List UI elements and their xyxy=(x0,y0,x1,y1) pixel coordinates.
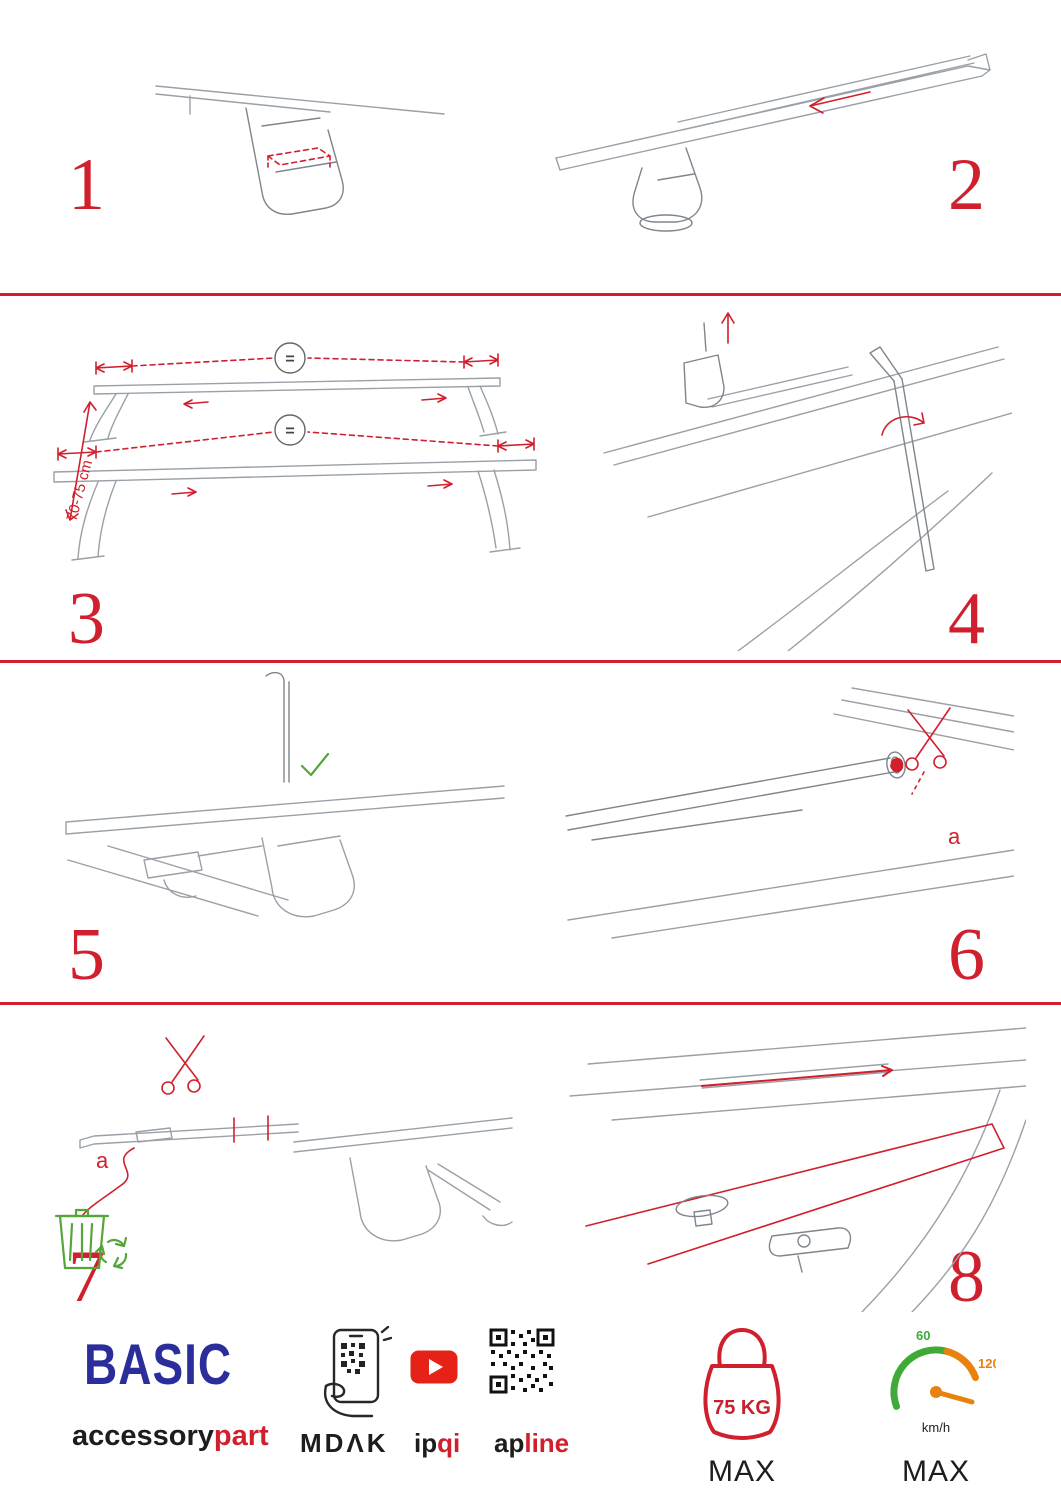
equal-spacing-circle xyxy=(274,342,306,374)
section-divider xyxy=(0,1002,1061,1005)
logo-part: part xyxy=(213,1420,269,1452)
detail-zoom-frame xyxy=(585,1123,1005,1265)
step-4-number: 4 xyxy=(948,578,985,660)
step-2-number: 2 xyxy=(948,144,985,226)
equal-spacing-circle xyxy=(274,414,306,446)
step-5-number: 5 xyxy=(68,914,105,996)
gauge-needle xyxy=(933,1389,975,1405)
apline-red: line xyxy=(524,1428,570,1458)
step-6-illustration: a xyxy=(565,687,1014,939)
brand-accessorypart: accessorypart xyxy=(72,1420,269,1453)
roof-drawing xyxy=(603,346,1012,651)
cover-strip-end xyxy=(890,757,904,773)
speedometer-icon: 60 120 km/h xyxy=(890,1328,996,1435)
insert-arrow xyxy=(721,312,735,344)
slide-direction-arrow xyxy=(809,91,871,114)
channel-highlight-line xyxy=(701,1065,893,1087)
step-7-number: 7 xyxy=(68,1236,105,1318)
step-7-illustration: a xyxy=(54,1035,513,1270)
section-divider xyxy=(0,293,1061,296)
step-1-illustration xyxy=(155,85,445,215)
step-3-number: 3 xyxy=(68,578,105,660)
brand-basic: BASIC xyxy=(84,1331,233,1397)
trash-bin-icon xyxy=(54,1208,110,1270)
door-frame-drawing xyxy=(155,85,445,115)
phone-qr-pattern xyxy=(341,1343,365,1374)
equal-sign: = xyxy=(285,423,294,440)
equal-sign: = xyxy=(285,351,294,368)
phone-scan-icon xyxy=(323,1326,392,1418)
step-2-illustration xyxy=(555,53,991,232)
t-bolt-parts-drawing xyxy=(675,1194,852,1273)
roof-drawing xyxy=(567,687,1014,939)
youtube-icon xyxy=(410,1350,458,1384)
step-3-illustration: = = 70-75 cm xyxy=(53,342,537,561)
scissors-icon xyxy=(161,1035,205,1095)
clamp-and-key-drawing xyxy=(683,322,935,572)
discard-path xyxy=(81,1147,135,1217)
max-speed-label: MAX xyxy=(901,1455,970,1488)
turn-arrow xyxy=(881,412,925,436)
max-load-label: MAX xyxy=(707,1455,776,1488)
speed-low-label: 60 xyxy=(916,1328,930,1343)
scissors-icon xyxy=(905,707,951,795)
qr-code-icon xyxy=(489,1328,555,1394)
tension-rod-drawing xyxy=(265,671,290,783)
brand-mdak: MDΛK xyxy=(300,1428,389,1458)
speed-unit-label: km/h xyxy=(922,1420,950,1435)
speed-high-label: 120 xyxy=(978,1356,996,1371)
apline-black: ap xyxy=(494,1428,525,1458)
clamp-drawing xyxy=(245,107,344,215)
cut-piece-label: a xyxy=(948,824,961,849)
logo-accessory: accessory xyxy=(72,1420,214,1452)
max-load-value: 75 KG xyxy=(713,1397,771,1419)
roof-drawing xyxy=(569,1027,1026,1312)
cut-marks xyxy=(233,1115,269,1143)
section-divider xyxy=(0,660,1061,663)
step-1-number: 1 xyxy=(68,144,105,226)
step-8-number: 8 xyxy=(948,1236,985,1318)
brand-ipqi: ipqi xyxy=(414,1428,460,1459)
ipqi-black: ip xyxy=(414,1428,438,1458)
bar-drawing xyxy=(555,53,991,171)
rubber-pad-highlight xyxy=(267,147,331,171)
cover-strip-drawing xyxy=(79,1123,299,1149)
cut-piece-label: a xyxy=(96,1148,109,1173)
mounted-clamp-drawing xyxy=(293,1117,513,1242)
bar-distance-label: 70-75 cm xyxy=(63,458,96,523)
ipqi-red: qi xyxy=(437,1428,461,1458)
clamp-drawing xyxy=(632,147,703,232)
dimension-lines xyxy=(57,353,535,521)
step-6-number: 6 xyxy=(948,914,985,996)
roof-and-clamp-drawing xyxy=(65,785,505,918)
recycle-icon xyxy=(94,1236,128,1270)
step-8-illustration xyxy=(569,1027,1026,1312)
weight-icon: 75 KG xyxy=(703,1328,781,1440)
roof-bars-drawing xyxy=(53,377,537,561)
check-icon xyxy=(300,752,330,777)
bar-channel-drawing xyxy=(565,751,906,841)
brand-apline: apline xyxy=(494,1428,569,1459)
step-4-illustration xyxy=(603,312,1012,651)
step-5-illustration xyxy=(65,671,505,918)
